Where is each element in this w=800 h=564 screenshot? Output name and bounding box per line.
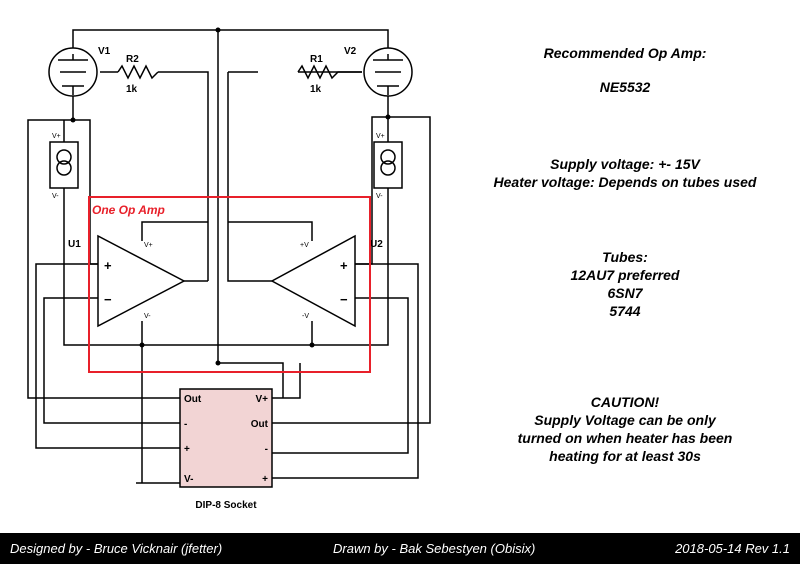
caution-title: CAUTION! <box>590 394 660 410</box>
supply-voltage: Supply voltage: +- 15V <box>550 156 700 172</box>
voltage-note: Supply voltage: +- 15V Heater voltage: D… <box>460 155 790 191</box>
footer-drawn-by: Drawn by - Bak Sebestyen (Obisix) <box>333 541 536 556</box>
footer-bar: Designed by - Bruce Vicknair (jfetter) D… <box>0 533 800 564</box>
socket-label: DIP-8 Socket <box>195 500 257 511</box>
tube-v1 <box>48 47 98 97</box>
ccs-right-vplus: V+ <box>376 133 385 140</box>
socket-pin-right-3: - <box>265 444 268 455</box>
tubes-note: Tubes: 12AU7 preferred 6SN7 5744 <box>460 248 790 320</box>
opamp-u2-label: U2 <box>370 239 383 250</box>
socket-pin-left-1: Out <box>184 394 202 405</box>
opamp-u1-label: U1 <box>68 239 81 250</box>
tube-v2-label: V2 <box>344 46 357 57</box>
tube-option-3: 5744 <box>609 303 641 319</box>
socket-pin-left-3: + <box>184 444 190 455</box>
recommended-part: NE5532 <box>599 79 651 95</box>
tube-v1-label: V1 <box>98 46 111 57</box>
opamp-u2-minus: − <box>340 292 348 307</box>
current-source-right <box>373 141 403 189</box>
tubes-title: Tubes: <box>602 249 648 265</box>
opamp-u2 <box>270 234 356 328</box>
recommended-opamp-note: Recommended Op Amp: NE5532 <box>460 44 790 96</box>
socket-pin-left-2: - <box>184 419 187 430</box>
junctions <box>70 27 391 366</box>
dip8-socket <box>179 388 273 488</box>
resistor-r2 <box>117 64 159 80</box>
resistor-r2-label: R2 <box>126 54 139 65</box>
one-op-amp-box <box>88 196 371 373</box>
opamp-u2-vplus: +V <box>300 242 309 249</box>
opamp-u1-vplus: V+ <box>144 242 153 249</box>
caution-line-1: Supply Voltage can be only <box>534 412 716 428</box>
caution-line-2: turned on when heater has been <box>517 430 733 446</box>
tube-option-1: 12AU7 preferred <box>570 267 680 283</box>
socket-pin-right-1: V+ <box>255 394 268 405</box>
ccs-left-vplus: V+ <box>52 133 61 140</box>
resistor-r1 <box>297 64 362 80</box>
tube-v2 <box>363 47 413 97</box>
caution-line-3: heating for at least 30s <box>549 448 701 464</box>
caution-note: CAUTION! Supply Voltage can be only turn… <box>460 393 790 465</box>
heater-voltage: Heater voltage: Depends on tubes used <box>493 174 757 190</box>
socket-pin-right-4: + <box>262 474 268 485</box>
opamp-u1-plus: + <box>104 258 112 273</box>
recommended-title: Recommended Op Amp: <box>543 45 707 61</box>
opamp-u1 <box>97 234 186 328</box>
resistor-r1-value: 1k <box>310 84 322 95</box>
ccs-left-vminus: V- <box>52 193 59 200</box>
opamp-u2-plus: + <box>340 258 348 273</box>
footer-date-revision: 2018-05-14 Rev 1.1 <box>675 541 790 556</box>
socket-pin-left-4: V- <box>184 474 193 485</box>
opamp-u2-vminus: -V <box>302 313 309 320</box>
footer-designed-by: Designed by - Bruce Vicknair (jfetter) <box>10 541 223 556</box>
opamp-u1-vminus: V- <box>144 313 151 320</box>
resistor-r2-value: 1k <box>126 84 138 95</box>
socket-pin-right-2: Out <box>251 419 269 430</box>
current-source-left <box>49 141 79 189</box>
resistor-r1-label: R1 <box>310 54 323 65</box>
tube-option-2: 6SN7 <box>607 285 643 301</box>
opamp-u1-minus: − <box>104 292 112 307</box>
one-op-amp-label: One Op Amp <box>92 203 165 217</box>
ccs-right-vminus: V- <box>376 193 383 200</box>
schematic-diagram: V1 V2 R2 1k R1 1k V+ V- V+ V- U1 U2 + − … <box>27 27 431 511</box>
